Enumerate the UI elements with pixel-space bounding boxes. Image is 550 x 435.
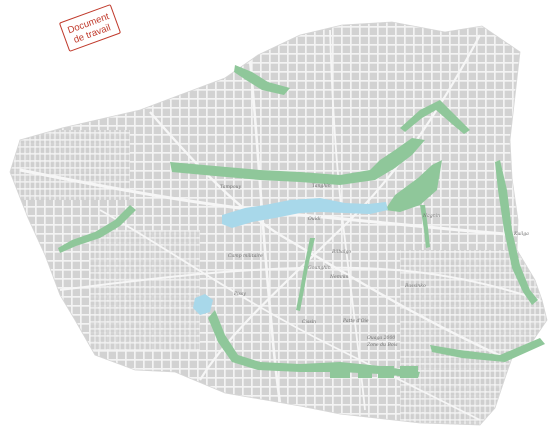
label-tanghin: Tanghin	[312, 183, 331, 189]
bangr-weoogo-forest	[385, 160, 442, 212]
label-ouaga-2000: Ouaga 2000	[367, 335, 395, 341]
label-cissin: Cissin	[302, 319, 316, 325]
northeast-green-strip	[400, 100, 470, 134]
pissy-basin	[193, 294, 213, 315]
district-labels: Tampouy Tanghin Ouidi Nagnin Camp milita…	[220, 183, 529, 348]
label-nemnin: Nemnin	[329, 274, 349, 280]
label-nagnin: Nagnin	[422, 213, 440, 219]
west-green-channel	[58, 205, 136, 253]
label-gounghin: Gounghin	[308, 265, 331, 271]
green-spaces	[58, 65, 545, 378]
north-green-strip	[234, 65, 290, 95]
draft-stamp: Document de travail	[59, 4, 121, 52]
label-kuilga: Kuilga	[513, 231, 529, 237]
water-bodies	[193, 198, 388, 315]
canal-green-band	[170, 138, 425, 185]
south-green-belt	[208, 310, 420, 378]
label-patte-d-oie: Patte d'Oie	[342, 318, 369, 324]
dam-reservoir	[222, 198, 388, 228]
label-bilbalgo: Bilbalgo	[331, 249, 351, 255]
southeast-green-strip	[430, 338, 545, 362]
label-tampouy: Tampouy	[220, 184, 241, 190]
label-camp-militaire: Camp militaire	[228, 253, 263, 259]
label-zone-du-bois: Zone du Bois	[366, 342, 398, 348]
east-green-corridor	[495, 160, 538, 305]
label-ouidi: Ouidi	[308, 216, 321, 222]
label-bassinko: Bassinko	[404, 283, 426, 289]
label-pissy: Pissy	[233, 291, 246, 297]
major-roads	[19, 29, 541, 421]
